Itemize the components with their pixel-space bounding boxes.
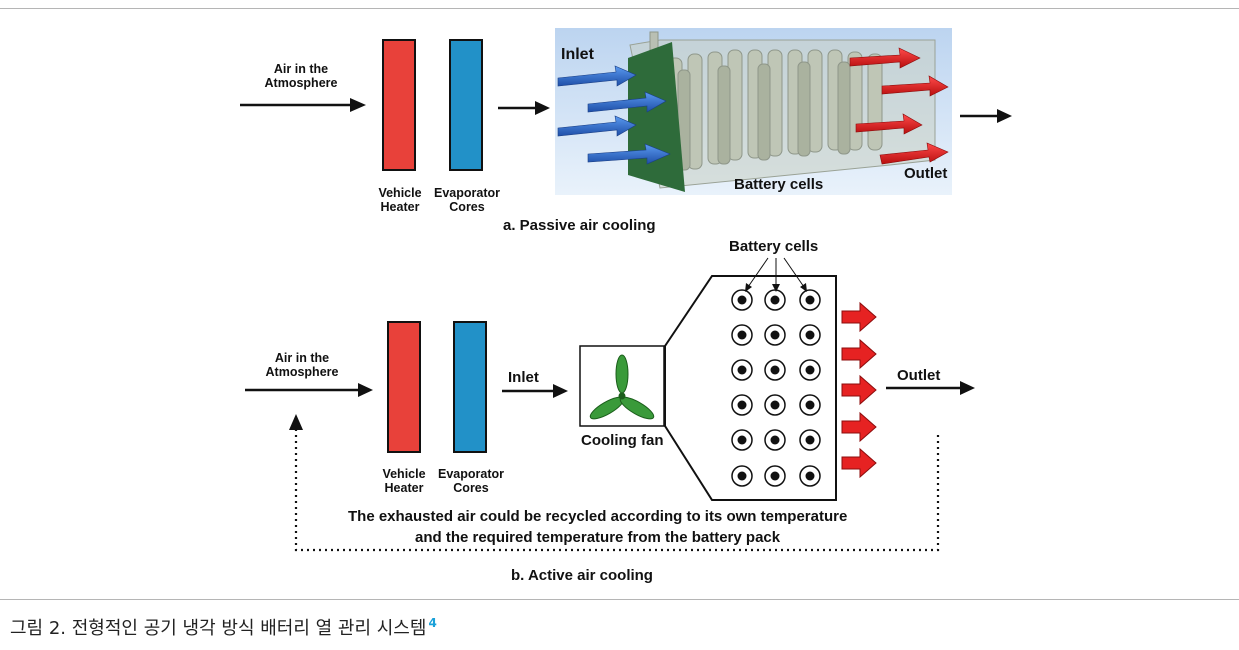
passive-evaporator-label: Evaporator Cores — [434, 186, 500, 214]
inlet-airflow-arrows — [557, 65, 671, 165]
passive-middle-arrow — [498, 101, 550, 115]
top-rule — [0, 8, 1239, 9]
passive-inlet-label: Inlet — [561, 46, 594, 63]
battery-cells-pointer-heads — [745, 283, 807, 292]
recirculation-loop — [294, 430, 940, 552]
active-inlet-arrow — [502, 384, 568, 398]
outlet-airflow-arrows — [849, 47, 949, 165]
passive-air-arrow — [240, 98, 366, 112]
passive-subtitle: a. Passive air cooling — [503, 217, 656, 234]
battery-cells-pointers — [747, 257, 805, 288]
active-air-label: Air in the Atmosphere — [265, 351, 339, 379]
passive-heater-box — [382, 39, 416, 171]
cooling-fan-label: Cooling fan — [581, 432, 664, 449]
active-battery-cells-label: Battery cells — [729, 238, 819, 255]
active-outlet-arrow — [886, 381, 975, 395]
passive-exit-arrow — [960, 109, 1012, 123]
battery-cells-grid — [731, 289, 821, 487]
active-outlet-label: Outlet — [897, 367, 941, 384]
passive-battery-cells-label: Battery cells — [734, 176, 824, 193]
active-heater-label: Vehicle Heater — [382, 467, 426, 495]
active-outlet-heat-arrows — [841, 301, 877, 479]
passive-heater-label: Vehicle Heater — [378, 186, 422, 214]
battery-enclosure — [664, 275, 837, 501]
recycle-note-line1: The exhausted air could be recycled acco… — [348, 508, 848, 525]
fan-icon — [589, 354, 655, 420]
figure-caption-ref: 4 — [428, 616, 437, 630]
active-inlet-label: Inlet — [508, 369, 539, 386]
active-heater-box — [387, 321, 421, 453]
passive-air-label: Air in the Atmosphere — [264, 62, 338, 90]
active-air-arrow — [245, 383, 373, 397]
passive-outlet-label: Outlet — [904, 165, 948, 182]
active-evaporator-box — [453, 321, 487, 453]
recycle-note-line2: and the required temperature from the ba… — [415, 529, 781, 546]
active-evaporator-label: Evaporator Cores — [438, 467, 504, 495]
active-subtitle: b. Active air cooling — [511, 567, 653, 584]
figure-caption-text: 그림 2. 전형적인 공기 냉각 방식 배터리 열 관리 시스템 — [10, 618, 427, 639]
caption-rule — [0, 599, 1239, 600]
passive-battery-pack — [555, 28, 952, 195]
passive-evaporator-box — [449, 39, 483, 171]
recirculation-arrowhead — [289, 414, 303, 430]
